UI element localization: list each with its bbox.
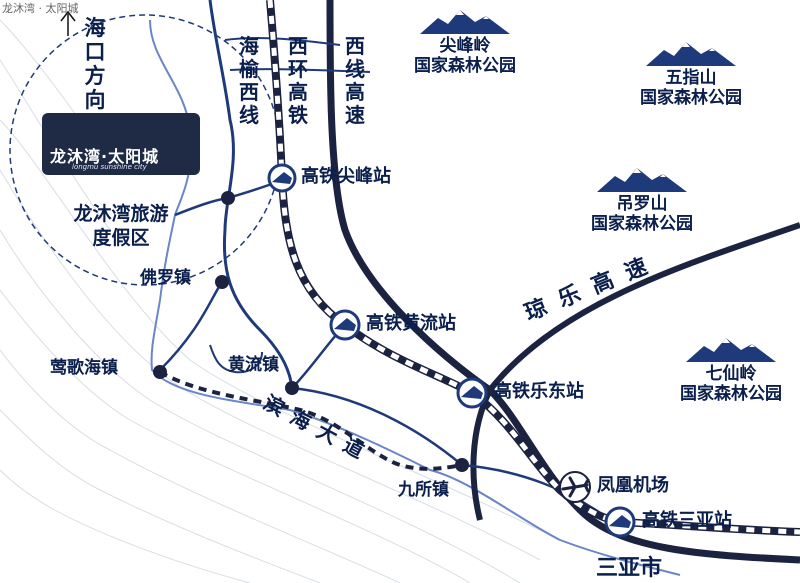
huangliu-town-label[interactable]: 黄流镇: [228, 355, 279, 375]
park-subtitle: 国家森林公园: [640, 88, 742, 109]
station-sanya-icon[interactable]: [604, 506, 636, 538]
airport-label[interactable]: 凤凰机场: [597, 475, 669, 496]
binhai-avenue-line: [159, 370, 463, 471]
park-subtitle: 国家森林公园: [680, 384, 782, 405]
mountain-icon: [686, 338, 776, 362]
jiusuo-dot: [455, 458, 469, 472]
airplane-icon[interactable]: [559, 471, 591, 503]
west-ring-hsr-label: 西环高铁: [288, 34, 308, 127]
connector-road: [174, 196, 229, 217]
station-huangliu-label[interactable]: 高铁黄流站: [366, 313, 456, 334]
station-jianfeng-label[interactable]: 高铁尖峰站: [301, 166, 391, 187]
watermark-text: 龙沐湾 · 太阳城: [2, 2, 79, 15]
park-name: 尖峰岭: [439, 36, 491, 56]
huangliu-town-dot: [285, 381, 299, 395]
west-expressway-label: 西线高速: [345, 34, 365, 127]
mountain-icon: [597, 168, 687, 192]
park-name: 七仙岭: [705, 364, 757, 384]
foluo-label[interactable]: 佛罗镇: [140, 268, 191, 288]
park-subtitle: 国家森林公园: [414, 56, 516, 77]
yinggehai-dot: [153, 365, 167, 379]
park-name: 五指山: [665, 68, 717, 88]
connector-road: [291, 386, 463, 466]
lake-outline: [209, 344, 263, 374]
haiyu-west-label: 海榆西线: [239, 34, 259, 127]
connector-road: [224, 36, 341, 46]
logo-subtitle: longmu sunshine city: [72, 163, 147, 171]
park-wuzhishan[interactable]: 五指山 国家森林公园: [616, 42, 766, 109]
haikou-direction-label: 海口方向: [84, 16, 106, 113]
park-diaoluoshan[interactable]: 吊罗山 国家森林公园: [567, 168, 717, 235]
station-huangliu-icon[interactable]: [329, 309, 361, 341]
sanya-city-label[interactable]: 三亚市: [596, 556, 663, 581]
connector-road: [229, 68, 371, 73]
station-sanya-label[interactable]: 高铁三亚站: [642, 510, 732, 531]
town-dot: [221, 191, 235, 205]
park-jianfengling[interactable]: 尖峰岭 国家森林公园: [390, 10, 540, 77]
park-qixianling[interactable]: 七仙岭 国家森林公园: [656, 338, 800, 405]
west-expressway-line: [326, 0, 800, 564]
connector-road: [159, 281, 224, 371]
station-ledong-label[interactable]: 高铁乐东站: [494, 381, 584, 402]
station-ledong-icon[interactable]: [456, 377, 488, 409]
logo-badge: 龙沐湾·太阳城 longmu sunshine city: [42, 113, 200, 175]
jiusuo-label[interactable]: 九所镇: [398, 480, 449, 500]
mountain-icon: [420, 10, 510, 34]
park-name: 吊罗山: [616, 194, 668, 214]
logo-title: 龙沐湾·太阳城: [50, 147, 160, 166]
haiyu-west-road: [208, 0, 294, 389]
yinggehai-label[interactable]: 莺歌海镇: [50, 358, 118, 378]
resort-label: 龙沐湾旅游度假区: [73, 203, 169, 249]
station-jianfeng-icon[interactable]: [267, 163, 297, 193]
park-subtitle: 国家森林公园: [591, 214, 693, 235]
up-arrow-icon: [60, 10, 76, 36]
foluo-dot: [215, 275, 229, 289]
mountain-icon: [646, 42, 736, 66]
